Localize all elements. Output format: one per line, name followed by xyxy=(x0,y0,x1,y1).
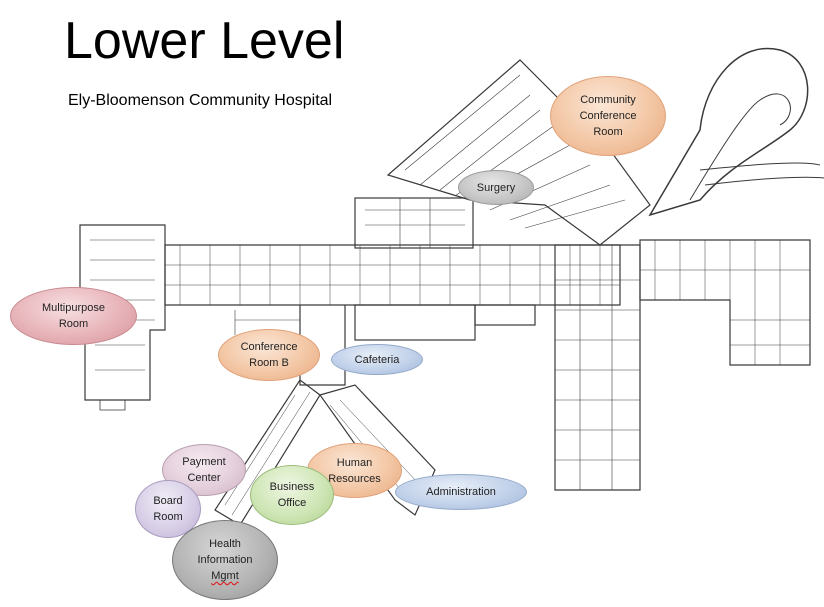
him-label-line-2: Information xyxy=(197,554,253,566)
room-cafeteria[interactable]: Cafeteria xyxy=(331,344,423,375)
room-multipurpose[interactable]: Multipurpose Room xyxy=(10,287,137,345)
room-surgery[interactable]: Surgery xyxy=(458,170,534,205)
east-wing-horizontal xyxy=(639,239,811,366)
east-wing-vertical xyxy=(554,244,641,491)
room-health-information-mgmt[interactable]: Health Information Mgmt xyxy=(172,520,278,600)
road-loop xyxy=(648,47,809,217)
room-conference-b[interactable]: Conference Room B xyxy=(218,329,320,381)
page-subtitle: Ely-Bloomenson Community Hospital xyxy=(68,92,333,109)
him-label-line-3: Mgmt xyxy=(211,570,239,582)
page-title: Lower Level xyxy=(64,12,345,70)
top-block xyxy=(354,197,474,249)
main-corridor xyxy=(164,244,621,306)
him-label-line-1: Health xyxy=(209,538,241,550)
room-payment-center[interactable]: Payment Center xyxy=(162,444,246,496)
room-business-office[interactable]: Business Office xyxy=(250,465,334,525)
room-administration[interactable]: Administration xyxy=(395,474,527,510)
room-human-resources[interactable]: Human Resources xyxy=(307,443,402,498)
room-community-conference[interactable]: Community Conference Room xyxy=(550,76,666,156)
